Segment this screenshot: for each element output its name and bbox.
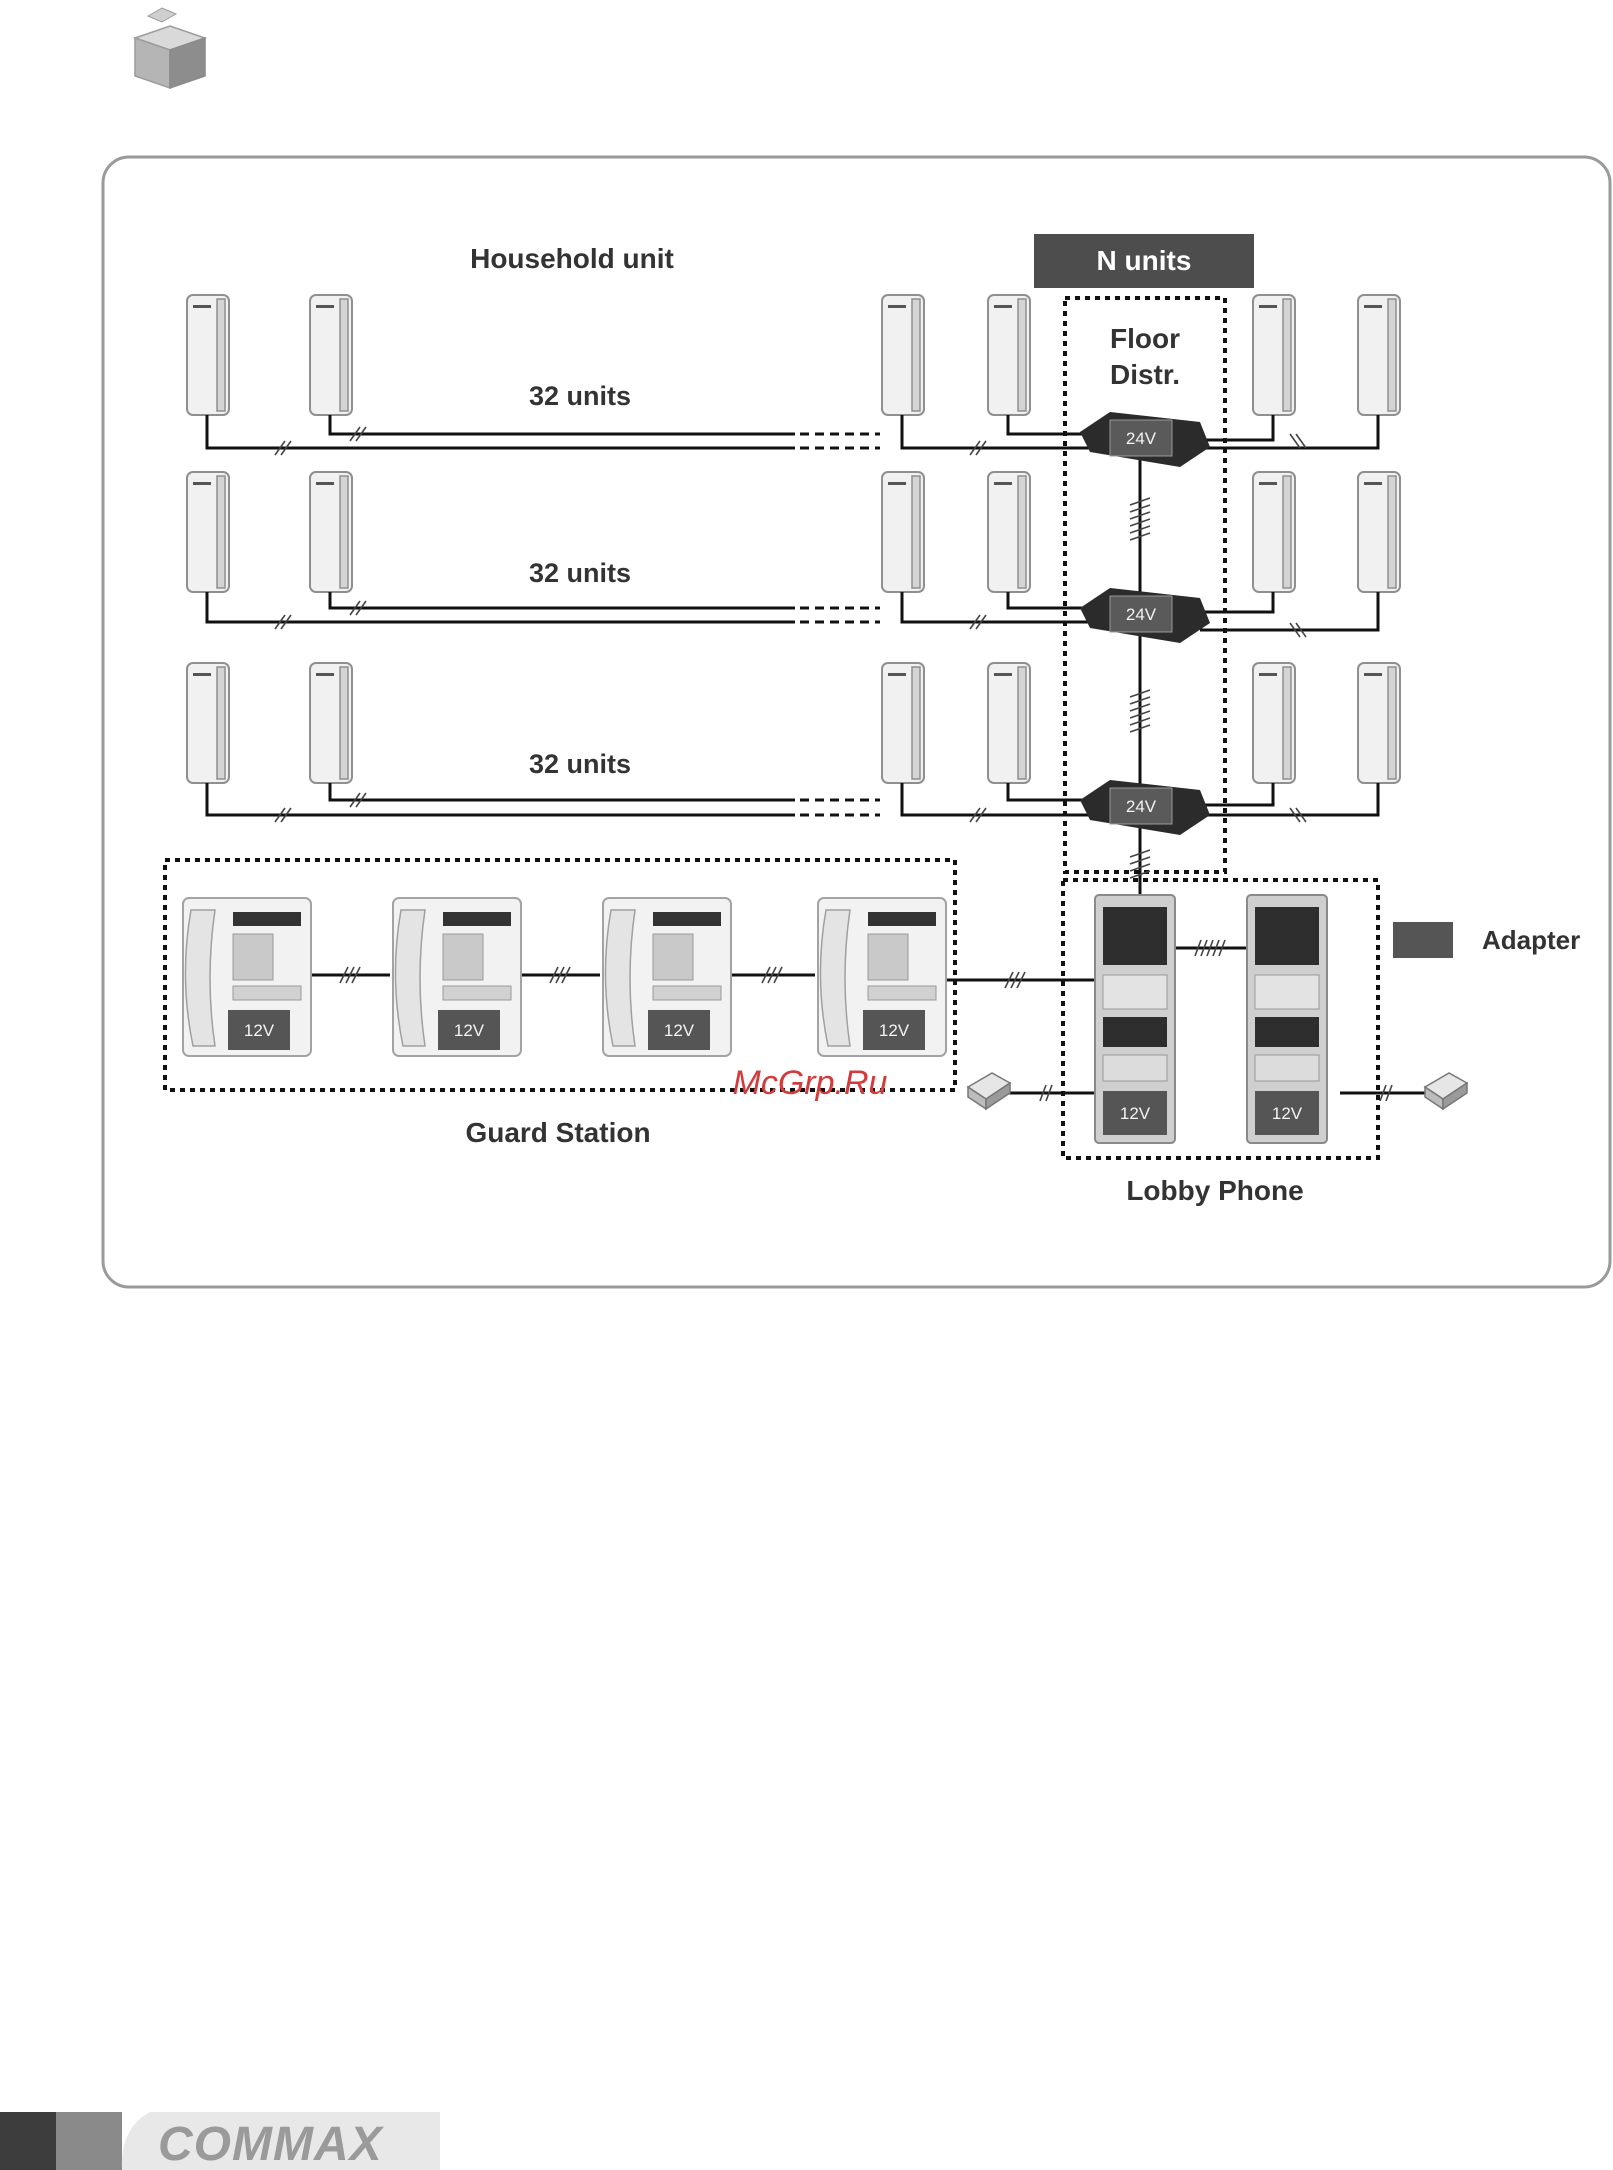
guard-station-phone-icon: 12V [603,898,731,1056]
n-units-box: N units [1034,234,1254,288]
distributor-voltage-label: 24V [1126,429,1157,448]
station-voltage-label: 12V [1272,1104,1303,1123]
intercom-handset-icon [187,295,229,415]
lobby-door-panel-icon: 12V [1247,895,1327,1143]
guard-station-phone-icon: 12V [393,898,521,1056]
package-box-icon [135,8,205,88]
intercom-handset-icon [988,663,1030,783]
station-voltage-label: 12V [244,1021,275,1040]
intercom-handset-icon [310,472,352,592]
intercom-handset-icon [882,472,924,592]
distributor-voltage-label: 24V [1126,605,1157,624]
intercom-handset-icon [310,295,352,415]
lobby-phone-label: Lobby Phone [1126,1175,1303,1206]
intercom-handset-icon [1253,663,1295,783]
intercom-handset-icon [988,295,1030,415]
intercom-handset-icon [1253,472,1295,592]
intercom-handset-icon [1358,663,1400,783]
intercom-handset-icon [882,295,924,415]
floor-distr-label-line1: Floor [1110,323,1180,354]
station-voltage-label: 12V [454,1021,485,1040]
watermark-text: McGrp.Ru [733,1064,888,1102]
household-unit-label: Household unit [470,243,674,274]
distributor-voltage-label: 24V [1126,797,1157,816]
guard-station-phone-icon: 12V [818,898,946,1056]
n-units-label: N units [1097,245,1192,276]
guard-station-phone-icon: 12V [183,898,311,1056]
intercom-handset-icon [310,663,352,783]
adapter-box-icon [1393,922,1453,958]
intercom-handset-icon [882,663,924,783]
station-voltage-label: 12V [664,1021,695,1040]
station-voltage-label: 12V [1120,1104,1151,1123]
intercom-handset-icon [187,472,229,592]
commax-logo: COMMAX [158,2118,385,2170]
intercom-handset-icon [1253,295,1295,415]
floor-distr-label-line2: Distr. [1110,359,1180,390]
adapter-label: Adapter [1482,925,1580,955]
station-voltage-label: 12V [879,1021,910,1040]
footer-brand: COMMAX [0,2112,440,2170]
intercom-handset-icon [1358,472,1400,592]
intercom-handset-icon [187,663,229,783]
row-units-label: 32 units [529,749,631,779]
row-units-label: 32 units [529,381,631,411]
guard-station-label: Guard Station [465,1117,650,1148]
lobby-door-panel-icon: 12V [1095,895,1175,1143]
row-units-label: 32 units [529,558,631,588]
intercom-handset-icon [1358,295,1400,415]
adapter-legend: Adapter [1393,922,1580,958]
intercom-handset-icon [988,472,1030,592]
